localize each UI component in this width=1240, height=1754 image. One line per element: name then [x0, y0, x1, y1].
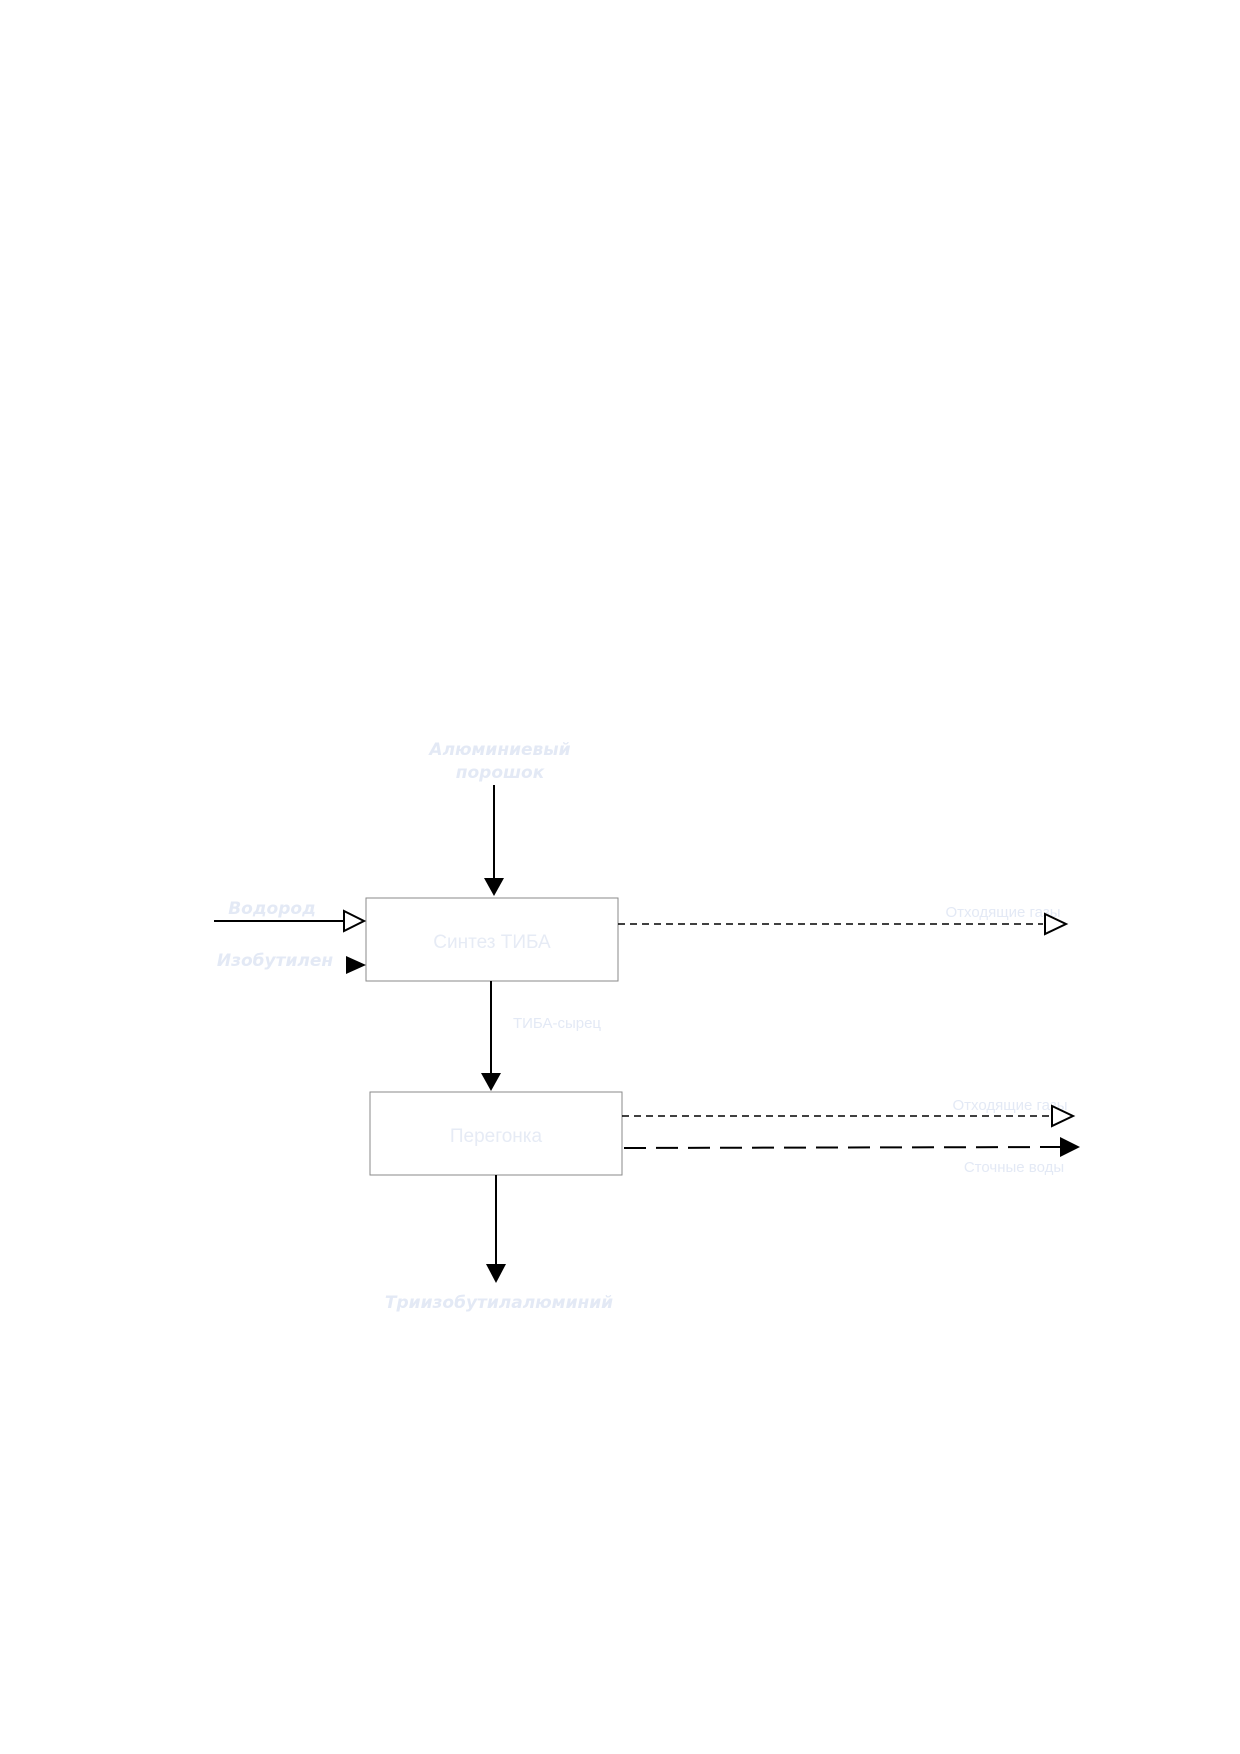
aluminum-powder-arrowhead	[484, 878, 504, 896]
waste-water-arrow-line	[623, 1146, 1061, 1149]
distillation-label: Перегонка	[450, 1126, 543, 1147]
tiba-raw-arrowhead	[481, 1073, 501, 1091]
aluminum-powder-label-line1: Алюминиевый	[427, 740, 570, 760]
offgas-2-label: Отходящие газы	[953, 1097, 1068, 1114]
offgas-2-arrowhead	[1051, 1104, 1076, 1128]
waste-water-label: Сточные воды	[964, 1159, 1064, 1176]
tiba-raw-label: ТИБА-сырец	[513, 1015, 601, 1032]
product-arrowhead	[486, 1264, 506, 1283]
offgas-1-label: Отходящие газы	[946, 904, 1061, 921]
synthesis-label: Синтез ТИБА	[433, 932, 551, 953]
hydrogen-arrowhead	[343, 909, 367, 933]
isobutylene-arrowhead	[346, 956, 366, 974]
distillation-box	[369, 1091, 623, 1176]
hydrogen-label: Водород	[228, 899, 316, 919]
synthesis-box	[365, 897, 619, 982]
offgas-1-arrowhead	[1044, 912, 1069, 936]
isobutylene-label: Изобутилен	[217, 951, 333, 971]
product-label: Триизобутилалюминий	[385, 1293, 613, 1313]
waste-water-arrowhead	[1060, 1137, 1080, 1157]
aluminum-powder-label-line2: порошок	[456, 763, 545, 783]
